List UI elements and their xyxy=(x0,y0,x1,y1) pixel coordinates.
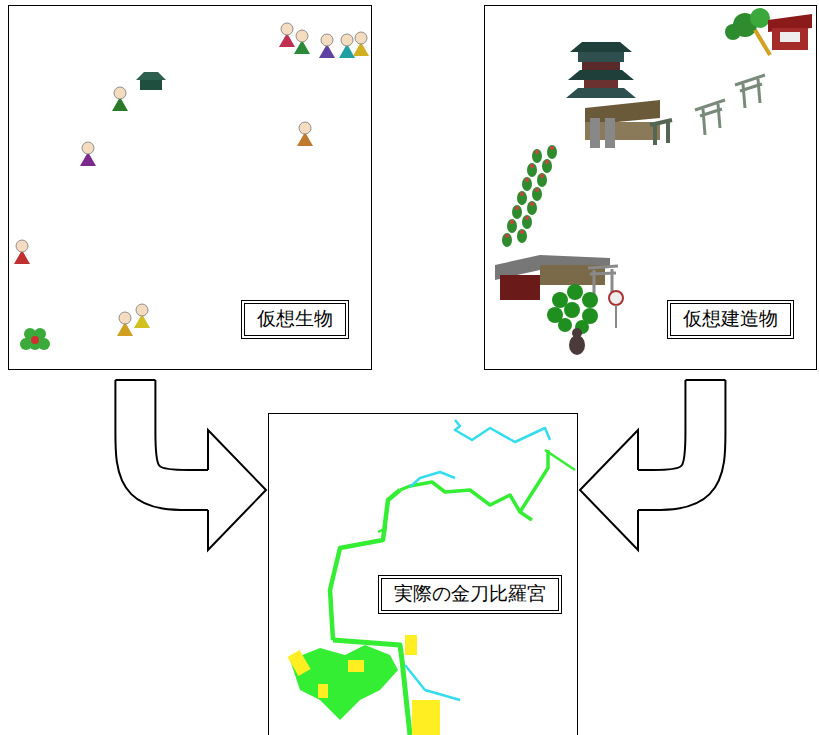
virtual-buildings xyxy=(495,8,812,355)
panel-label: 仮想建造物 xyxy=(667,300,794,339)
arrow-head xyxy=(208,430,266,550)
image-panel: 仮想建造物 xyxy=(484,5,817,370)
arrow-head xyxy=(580,430,638,550)
image-panel: 実際の金刀比羅宮 xyxy=(268,413,578,735)
virtual-creatures xyxy=(14,23,369,350)
label-frame: 仮想生物 xyxy=(241,300,349,339)
label-frame: 実際の金刀比羅宮 xyxy=(378,575,562,614)
arrow-tail xyxy=(115,379,155,381)
arrow-head-fill xyxy=(580,430,638,550)
arrow-head-fill xyxy=(208,430,266,550)
arrow-fill xyxy=(632,380,705,490)
hollow-arrow xyxy=(115,380,266,550)
image-panel: 仮想生物 xyxy=(8,5,372,370)
hollow-arrow xyxy=(580,380,725,550)
panel-label: 仮想生物 xyxy=(241,300,349,339)
arrow-fill xyxy=(135,380,214,490)
label-frame: 仮想建造物 xyxy=(667,300,794,339)
shrine-map xyxy=(287,420,575,735)
arrow-tail xyxy=(685,379,725,381)
panel-label: 実際の金刀比羅宮 xyxy=(378,575,562,614)
